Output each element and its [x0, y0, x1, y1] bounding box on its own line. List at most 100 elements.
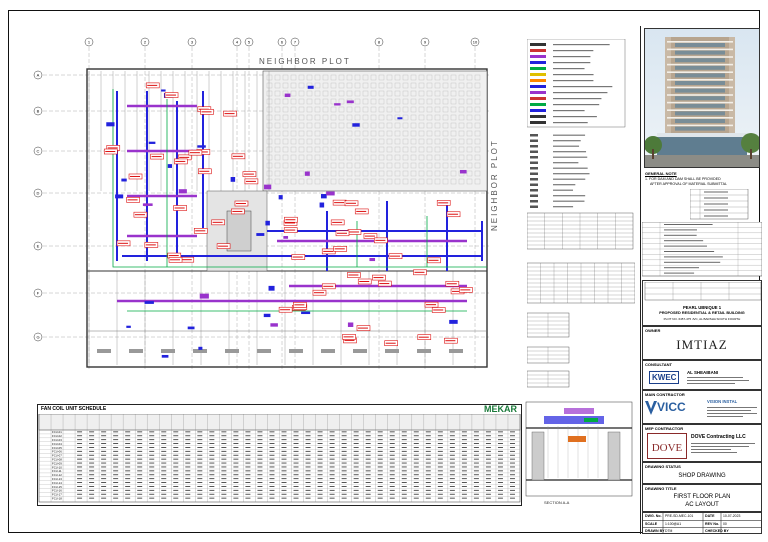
schedule-row-id: FCU-16: [52, 489, 62, 493]
drawn: DTM: [665, 529, 673, 533]
project-sub: PLOT NO. 6457-475 JVC, AL BARSHA SOUTH F…: [663, 317, 741, 321]
info-grid: [643, 513, 761, 533]
mep-contractor-box: MEP CONTRACTOR DOVE DOVE Contracting LLC: [642, 424, 762, 462]
dwg-no-label: DWG. No.: [645, 514, 662, 518]
schedule-row-id: FCU-01: [52, 430, 62, 434]
mep-name: DOVE Contracting LLC: [691, 434, 746, 440]
schedule-row-id: FCU-03: [52, 438, 62, 442]
schedule-row-id: FCU-13: [52, 477, 62, 481]
schedule-row-id: FCU-08: [52, 458, 62, 462]
date: 10-07-2023: [723, 514, 741, 518]
drawing-stage: SHOP DRAWING: [678, 473, 726, 479]
svg-text:9: 9: [424, 40, 427, 45]
contractor-text-lines: [707, 407, 757, 417]
notes-line-2: AFTER APPROVAL OF MATERIAL SUBMITTAL: [650, 182, 728, 186]
checked-label: CHECKED BY: [705, 529, 729, 533]
consultant-logo: KWEC: [649, 371, 680, 384]
main-contractor-box: MAIN CONTRACTOR VICC VISION INSTAL: [642, 390, 762, 424]
rev-label: REV No.: [705, 521, 720, 526]
notes-line-1: 1. FOR DAM AND DAM SHALL BE PROVIDED: [645, 177, 721, 181]
neighbor-plot-right: NEIGHBOR PLOT: [490, 139, 499, 231]
building-rendering: [645, 29, 759, 167]
schedule-row-id: FCU-12: [52, 473, 62, 477]
scale: 1:100@A1: [665, 521, 682, 526]
scale-label: SCALE: [645, 521, 658, 526]
schedule-title: FAN COIL UNIT SCHEDULE: [41, 406, 107, 412]
contractor-mark: [645, 401, 657, 415]
svg-text:G: G: [36, 335, 39, 340]
svg-text:8: 8: [378, 40, 381, 45]
owner-logo: IMTIAZ: [676, 337, 728, 352]
contractor-name: VISION INSTAL: [707, 399, 738, 404]
svg-text:1: 1: [88, 40, 91, 45]
contractor-heading: MAIN CONTRACTOR: [645, 392, 685, 397]
project-grid: [644, 282, 761, 301]
drawing-title-box: DRAWING TITLE FIRST FLOOR PLAN AC LAYOUT: [642, 484, 762, 512]
project-box: PEARL UBNIQUE 1 PROPOSED RESIDENTIAL & R…: [642, 280, 762, 326]
schedule-row-id: FCU-10: [52, 465, 62, 469]
consultant-text-lines: [687, 377, 749, 384]
schedule-row-id: FCU-18: [52, 497, 62, 501]
svg-text:10: 10: [473, 40, 478, 45]
svg-text:A: A: [37, 73, 40, 78]
svg-text:C: C: [37, 149, 40, 154]
floor-plan: 1 2 3 4 5 6 7 8 9 10A B C D E F G NEIGHBOR PLOT NEIGHBO…: [33, 37, 499, 371]
mep-heading: MEP CONTRACTOR: [645, 426, 684, 431]
date-label: DATE: [705, 514, 715, 518]
equipment-tags: [103, 82, 473, 347]
schedule-row-id: FCU-09: [52, 461, 62, 465]
mep-logo-frame: DOVE: [647, 433, 687, 459]
title-block: GENERAL NOTE 1. FOR DAM AND DAM SHALL BE…: [640, 26, 763, 534]
svg-text:D: D: [37, 191, 40, 196]
svg-text:6: 6: [281, 40, 284, 45]
svg-text:5: 5: [248, 40, 251, 45]
consultant-box: CONSULTANT KWEC AL SHEAIBANI: [642, 360, 762, 390]
schedule-row-id: FCU-04: [52, 442, 62, 446]
svg-text:3: 3: [191, 40, 194, 45]
notes-heading: GENERAL NOTE: [645, 171, 677, 176]
project-line: PROPOSED RESIDENTIAL & RETAIL BUILDING: [659, 311, 745, 315]
consultant-name: AL SHEAIBANI: [687, 370, 719, 375]
stage-heading: DRAWING STATUS: [645, 464, 681, 469]
drawing-status-box: DRAWING STATUS SHOP DRAWING: [642, 462, 762, 484]
schedule-row-id: FCU-15: [52, 485, 62, 489]
title-heading: DRAWING TITLE: [645, 486, 677, 491]
schedule-row-id: FCU-07: [52, 454, 62, 458]
owner-box: OWNER IMTIAZ: [642, 326, 762, 360]
svg-text:E: E: [37, 244, 40, 249]
schedule-row-id: FCU-17: [52, 493, 62, 497]
svg-text:7: 7: [294, 40, 297, 45]
drawing-title-1: FIRST FLOOR PLAN: [673, 494, 731, 500]
svg-text:F: F: [37, 291, 40, 296]
schedule-tables: [527, 212, 635, 388]
schedule-row-id: FCU-14: [52, 481, 62, 485]
drawn-label: DRAWN BY: [645, 529, 665, 533]
svg-text:4: 4: [236, 40, 239, 45]
neighbor-plot-top: NEIGHBOR PLOT: [259, 57, 351, 66]
schedule-brand: MEKAR: [484, 404, 517, 414]
rendering-box: [644, 28, 760, 168]
schedule-row-id: FCU-06: [52, 450, 62, 454]
drawing-title-2: AC LAYOUT: [685, 502, 719, 508]
owner-heading: OWNER: [645, 328, 661, 333]
schedule-row-id: FCU-02: [52, 434, 62, 438]
section-label: SECTION A-A: [544, 500, 570, 505]
project-heading: PEARL UBNIQUE 1: [682, 305, 722, 310]
schedule-row-id: FCU-05: [52, 446, 62, 450]
mep-logo: DOVE: [651, 442, 683, 454]
dwg-no: PRE-SD-MEC-101: [665, 514, 694, 518]
drawing-info-box: DWG. No. PRE-SD-MEC-101 DATE 10-07-2023 …: [642, 512, 762, 534]
ductwork: [106, 85, 487, 358]
revision-table: [642, 222, 762, 277]
contractor-logo: VICC: [657, 400, 686, 414]
section-view: SECTION A-A: [525, 401, 633, 505]
mep-text-lines: [691, 443, 755, 453]
consultant-heading: CONSULTANT: [645, 362, 672, 367]
schedule-grid: FCU-01FCU-02FCU-03FCU-04FCU-05FCU-06FCU-…: [38, 414, 521, 503]
svg-text:2: 2: [144, 40, 147, 45]
rev: 00: [723, 521, 727, 526]
schedule-row-id: FCU-11: [52, 469, 62, 473]
svg-text:B: B: [37, 109, 40, 114]
notes-table: [690, 189, 749, 220]
